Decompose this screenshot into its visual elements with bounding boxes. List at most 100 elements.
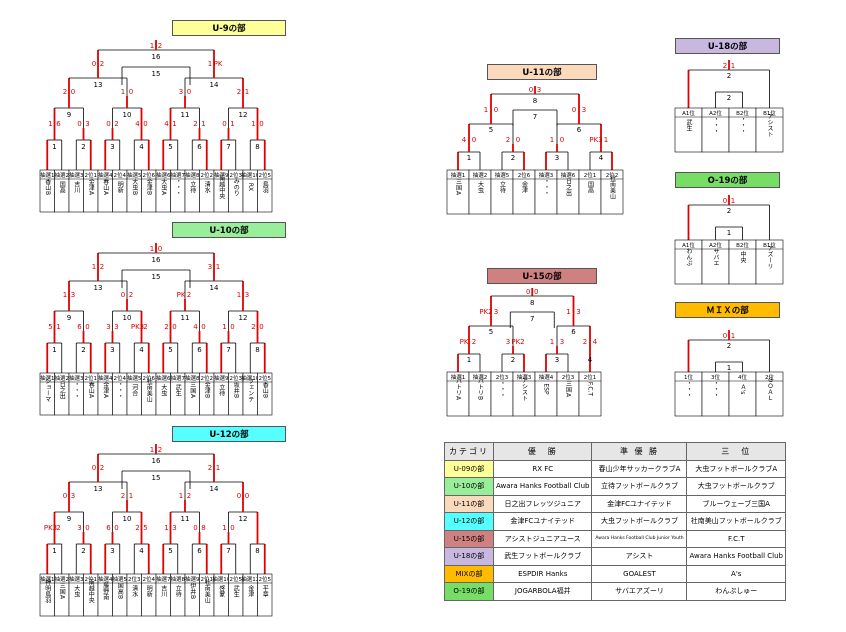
match-number-2: 2 [727, 72, 731, 80]
team-seed: 抽選5 [113, 575, 128, 583]
match-number-6: 6 [577, 126, 582, 134]
score: 3 [85, 120, 89, 128]
match-number-4: 4 [588, 356, 593, 364]
match-number-2: 2 [81, 143, 85, 151]
team-seed: 2位1 [85, 575, 98, 583]
match-number-7: 7 [226, 547, 230, 555]
col-runner-up: 準 優 勝 [591, 442, 688, 461]
score: 0 [723, 332, 727, 340]
score: 1 [164, 524, 168, 532]
score: 1 [201, 120, 205, 128]
score: 2 [143, 323, 147, 331]
team-seed: 抽選1 [40, 171, 55, 179]
team-seed: B1位 [763, 241, 776, 249]
match-number-2: 2 [727, 94, 731, 102]
results-third: 社南美山フットボールクラブ [686, 512, 786, 531]
score: 1 [731, 332, 735, 340]
results-third: 大虫フットボールクラブ [686, 477, 786, 496]
results-runner-up: Awara Hanks Football Club Junior Youth [591, 529, 688, 548]
team-name: サバエ [712, 248, 719, 266]
results-third: ブルーウェーブ三国A [686, 494, 786, 513]
score: 1 [230, 120, 234, 128]
team-seed: 抽選5 [495, 171, 510, 179]
score: 0 [158, 245, 162, 253]
team-seed: 抽選10 [241, 171, 259, 179]
team-cell [701, 371, 730, 417]
score: 1 [150, 446, 154, 454]
team-cell [257, 169, 273, 213]
team-name: 金津 [247, 584, 254, 598]
team-name: 坂井B [232, 381, 239, 398]
score: 2 [114, 120, 118, 128]
bracket-title-u9: U-9の部 [172, 20, 286, 36]
match-number-7: 7 [226, 346, 230, 354]
score: 0 [245, 492, 249, 500]
team-name: 中央 [739, 250, 746, 264]
team-seed: 抽選8 [185, 374, 200, 382]
match-number-3: 3 [555, 356, 559, 364]
score: 1 [216, 464, 220, 472]
team-name: アシスト [521, 377, 528, 401]
score: 2 [472, 338, 476, 346]
team-cell [701, 107, 730, 153]
match-number-7: 7 [530, 315, 534, 323]
team-seed: 2位1 [584, 373, 597, 381]
results-category: O-19の部 [444, 582, 494, 601]
match-number-16: 16 [152, 53, 161, 61]
results-winner: RX FC [492, 459, 593, 478]
match-number-12: 12 [239, 111, 248, 119]
score: 1 [121, 88, 125, 96]
match-number-14: 14 [210, 485, 219, 493]
score: 0 [526, 288, 530, 296]
team-cell [578, 371, 602, 417]
score: 0 [71, 88, 75, 96]
bracket-title-u15: U-15の部 [487, 268, 597, 284]
match-number-1: 1 [467, 356, 471, 364]
score: 0 [172, 323, 176, 331]
score: 2 [208, 464, 212, 472]
score: 0 [494, 106, 498, 114]
team-seed: 抽選10 [241, 374, 259, 382]
team-seed: 抽選4 [98, 575, 113, 583]
results-category: MIXの部 [444, 564, 494, 583]
team-cell [755, 239, 784, 285]
team-name: ショーマ [44, 378, 51, 402]
match-number-2: 2 [727, 342, 731, 350]
team-seed: B1位 [763, 109, 776, 117]
results-runner-up: 金津FCユナイテッド [591, 494, 688, 513]
results-third: わんぷしゅー [686, 582, 786, 601]
team-name: みのり [232, 178, 239, 196]
score: 0 [516, 136, 520, 144]
score: 3 [208, 263, 212, 271]
team-name: 明新 [145, 585, 152, 598]
score: 1 [63, 291, 67, 299]
team-seed: 抽選5 [127, 374, 142, 382]
team-seed: 2位3 [128, 575, 141, 583]
score: 0 [560, 136, 564, 144]
team-seed: 1位 [684, 373, 693, 381]
score: 0 [259, 323, 263, 331]
score: 2 [100, 60, 104, 68]
team-name: アズーリ [766, 245, 773, 269]
team-name: 藤野南 [102, 581, 109, 600]
match-number-6: 6 [197, 547, 202, 555]
team-seed: 2位6 [518, 171, 531, 179]
score: 0 [106, 120, 110, 128]
score: 1 [129, 492, 133, 500]
score: 2 [121, 492, 125, 500]
team-cell [755, 371, 784, 417]
team-seed: 2位4 [114, 374, 127, 382]
score: 1 [222, 524, 226, 532]
match-number-4: 4 [599, 154, 604, 162]
score: 1 [92, 263, 96, 271]
score: 2 [251, 323, 255, 331]
score: 0 [572, 106, 576, 114]
score: 1 [48, 120, 52, 128]
score: 3 [71, 291, 75, 299]
team-name: 立待 [218, 383, 225, 397]
team-name: 武生 [232, 584, 239, 597]
team-seed: 抽選1 [40, 374, 55, 382]
